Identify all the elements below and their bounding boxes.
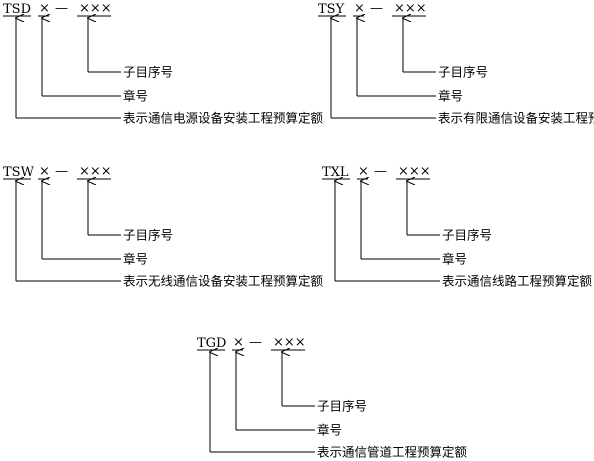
chapter-placeholder: ×	[39, 164, 50, 179]
code-prefix: TGD	[197, 336, 226, 351]
code-prefix: TXL	[322, 165, 349, 180]
sub-item-placeholder: ×××	[273, 335, 306, 350]
chapter-placeholder: ×	[358, 164, 369, 179]
sub-item-placeholder: ×××	[398, 164, 431, 179]
separator-dash: —	[370, 1, 383, 16]
description-label: 表示通信线路工程预算定额	[442, 274, 593, 289]
sub-item-label: 子目序号	[438, 65, 488, 80]
description-label: 表示无线通信设备安装工程预算定额	[123, 274, 324, 289]
sub-item-placeholder: ×××	[394, 1, 427, 16]
code-prefix: TSD	[3, 2, 31, 17]
separator-dash: —	[55, 1, 68, 16]
separator-dash: —	[55, 164, 68, 179]
separator-dash: —	[249, 335, 262, 350]
description-label: 表示有限通信设备安装工程预算定额	[438, 111, 594, 126]
chapter-label: 章号	[123, 89, 148, 104]
description-label: 表示通信电源设备安装工程预算定额	[123, 111, 324, 126]
chapter-label: 章号	[317, 423, 342, 438]
sub-item-label: 子目序号	[123, 228, 173, 243]
code-diagram-tsy: TSY × — ××× 子目序号章号表示有限通信设备安装工程预算定额	[318, 1, 594, 126]
chapter-label: 章号	[123, 252, 148, 267]
chapter-placeholder: ×	[39, 1, 50, 16]
sub-item-label: 子目序号	[317, 399, 367, 414]
sub-item-label: 子目序号	[442, 228, 492, 243]
chapter-placeholder: ×	[233, 335, 244, 350]
sub-item-placeholder: ×××	[79, 164, 112, 179]
sub-item-placeholder: ×××	[79, 1, 112, 16]
chapter-label: 章号	[442, 252, 467, 267]
chapter-label: 章号	[438, 89, 463, 104]
description-label: 表示通信管道工程预算定额	[317, 445, 468, 460]
separator-dash: —	[374, 164, 387, 179]
chapter-placeholder: ×	[354, 1, 365, 16]
sub-item-label: 子目序号	[123, 65, 173, 80]
code-prefix: TSW	[3, 165, 35, 180]
code-prefix: TSY	[318, 2, 345, 17]
